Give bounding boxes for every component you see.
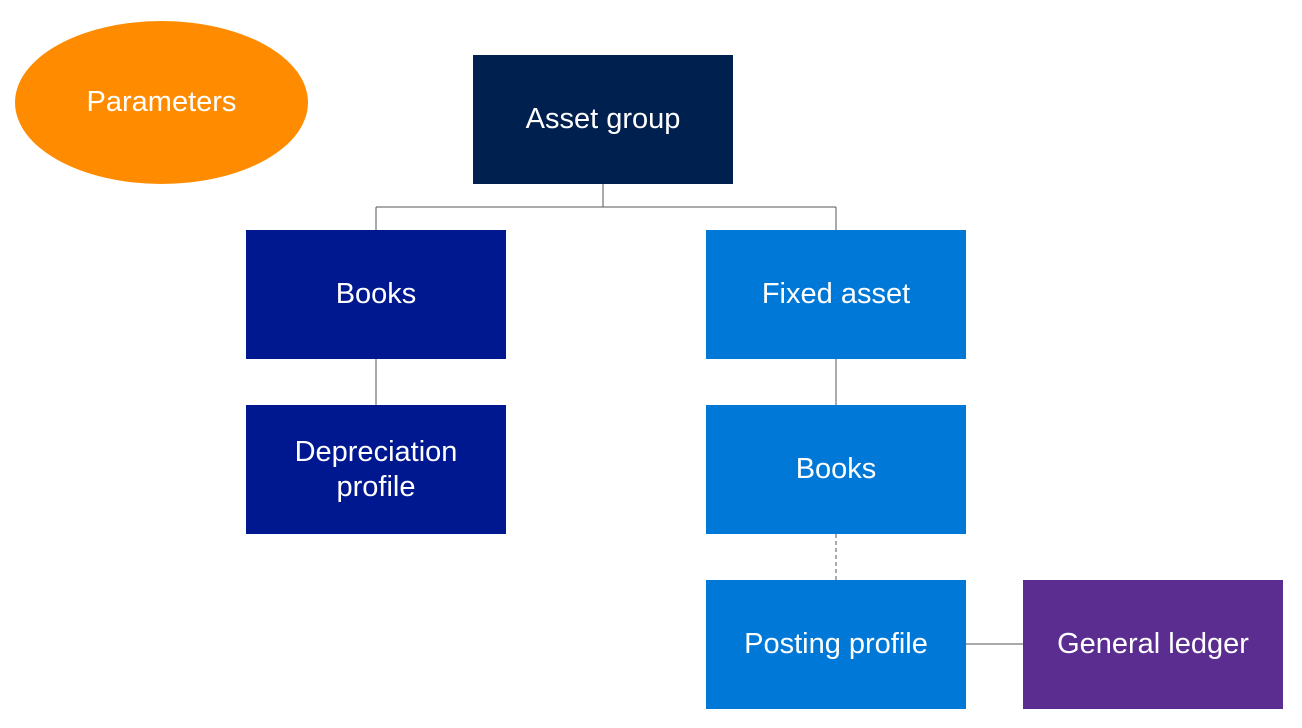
fixed-asset-label: Fixed asset: [761, 278, 911, 311]
posting-profile-label: Posting profile: [744, 628, 928, 661]
books-right-label: Books: [795, 453, 877, 486]
parameters-label: Parameters: [86, 86, 237, 119]
general-ledger-box: General ledger: [1023, 580, 1283, 709]
posting-profile-box: Posting profile: [706, 580, 966, 709]
books-right-box: Books: [706, 405, 966, 534]
depreciation-profile-label-line2: profile: [336, 470, 416, 503]
general-ledger-label: General ledger: [1057, 628, 1249, 661]
asset-group-label: Asset group: [525, 103, 681, 136]
depreciation-profile-label-line1: Depreciation: [294, 435, 458, 468]
books-left-box: Books: [246, 230, 506, 359]
parameters-ellipse: Parameters: [15, 21, 308, 184]
fixed-asset-box: Fixed asset: [706, 230, 966, 359]
depreciation-profile-box: Depreciation profile: [246, 405, 506, 534]
asset-group-box: Asset group: [473, 55, 733, 184]
books-left-label: Books: [335, 278, 417, 311]
